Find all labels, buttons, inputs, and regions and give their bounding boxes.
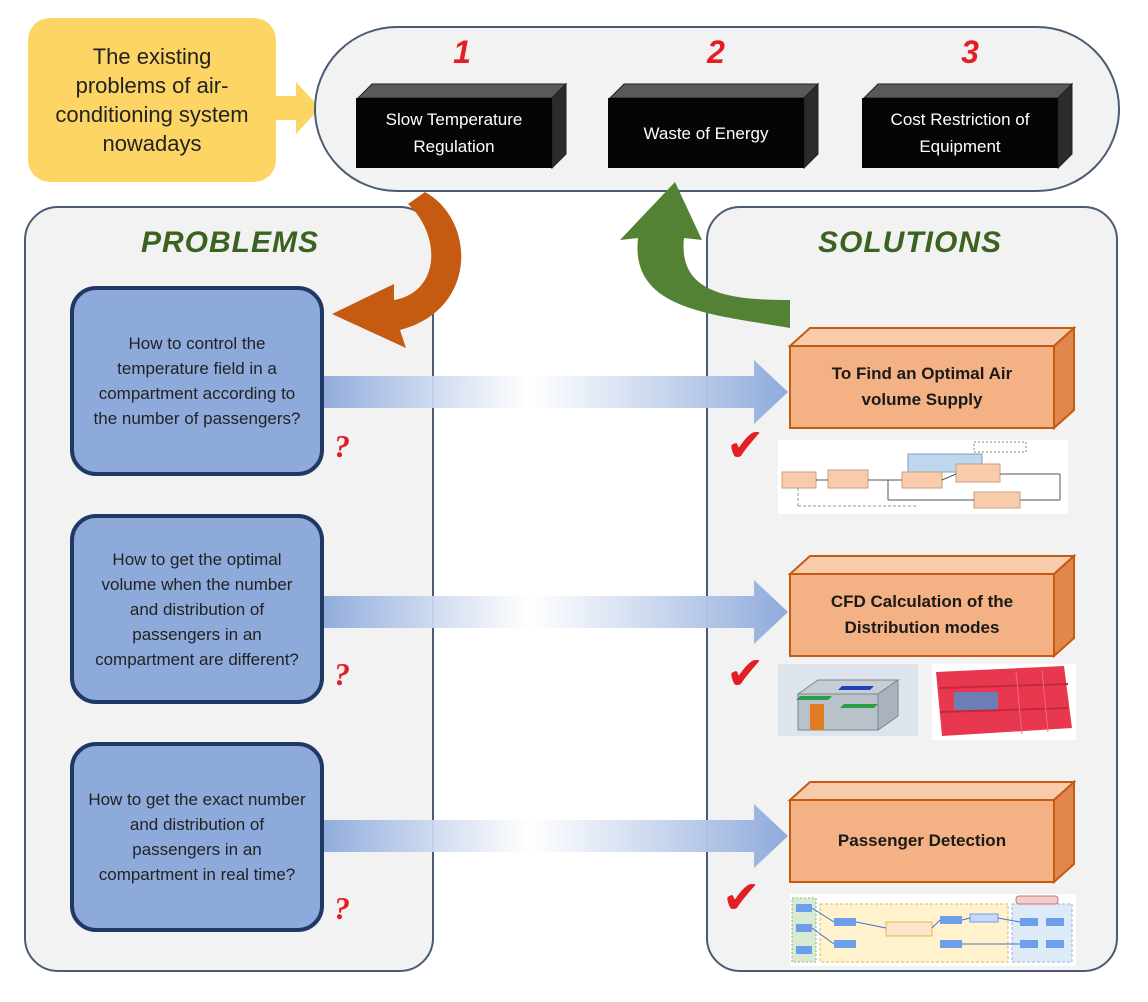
question-box-2: How to get the optimal volume when the n… [70, 514, 324, 704]
solution-2-line1: CFD Calculation of the [830, 592, 1014, 611]
black-box-2 [608, 82, 820, 170]
black-box-3 [862, 82, 1074, 170]
yellow-arrow-icon [270, 82, 320, 134]
existing-problems-text: The existing problems of air-conditionin… [55, 44, 249, 156]
problem-box-label-3: Cost Restriction of Equipment [862, 98, 1058, 168]
solution-boxes-3d [787, 325, 1076, 884]
problem-box-label-2: Waste of Energy [608, 98, 804, 168]
arrow-2 [318, 580, 788, 644]
solution-label-3: Passenger Detection [790, 800, 1054, 882]
question-mark-icon-3: ? [334, 890, 350, 926]
orange-curved-arrow-icon [332, 192, 462, 348]
question-text-2: How to get the optimal volume when the n… [95, 549, 299, 669]
problem-2-line1: Waste of Energy [643, 123, 769, 143]
check-mark-icon-1: ✔ [726, 419, 765, 471]
solution-1-line2: volume Supply [861, 390, 983, 409]
problem-boxes-3d [356, 82, 1074, 170]
problem-number-3: 3 [961, 34, 979, 70]
curved-arrows [332, 182, 790, 348]
solution-box-1 [787, 325, 1076, 431]
question-text-3: How to get the exact number and distribu… [88, 790, 306, 884]
problem-3-line2: Equipment [919, 137, 1001, 156]
question-text-1: How to control the temperature field in … [93, 334, 301, 428]
arrow-1 [318, 360, 788, 424]
control-diagram-thumbnail [778, 440, 1068, 514]
detection-network-thumbnail [790, 894, 1076, 966]
solutions-title: SOLUTIONS [817, 226, 1002, 259]
check-mark-icon-2: ✔ [726, 647, 765, 699]
problem-number-1: 1 [453, 34, 471, 70]
solution-1-line1: To Find an Optimal Air [831, 364, 1013, 383]
problem-3-line1: Cost Restriction of [890, 110, 1030, 129]
problem-1-line2: Regulation [413, 137, 495, 156]
cfd-model-thumbnail-1 [778, 664, 918, 736]
question-mark-icon-2: ? [334, 656, 350, 692]
solution-box-2 [787, 553, 1076, 659]
solution-2-line2: Distribution modes [844, 618, 1000, 637]
solution-box-3 [787, 779, 1076, 884]
problem-1-line1: Slow Temperature [385, 110, 523, 129]
green-curved-arrow-icon [620, 182, 790, 328]
cfd-model-thumbnail-2 [932, 664, 1076, 740]
existing-problems-box: The existing problems of air-conditionin… [28, 18, 276, 182]
check-mark-icon-3: ✔ [722, 871, 761, 923]
problems-title: PROBLEMS [140, 226, 319, 259]
solution-3-line1: Passenger Detection [837, 831, 1007, 850]
black-box-1 [356, 82, 568, 170]
problem-number-2: 2 [707, 34, 725, 70]
arrow-3 [318, 804, 788, 868]
question-mark-icon-1: ? [334, 428, 350, 464]
solution-label-1: To Find an Optimal Air volume Supply [790, 346, 1054, 428]
question-box-1: How to control the temperature field in … [70, 286, 324, 476]
connector-arrows [318, 360, 788, 868]
question-box-3: How to get the exact number and distribu… [70, 742, 324, 932]
